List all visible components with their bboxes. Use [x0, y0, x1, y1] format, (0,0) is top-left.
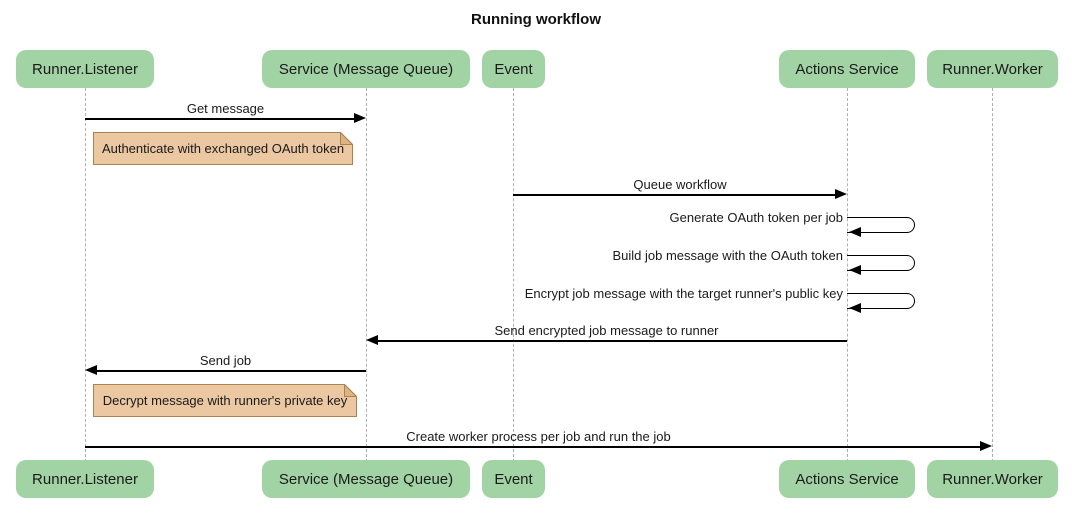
message-label-send-encrypted: Send encrypted job message to runner — [494, 323, 719, 338]
message-line — [513, 194, 836, 196]
message-line — [96, 370, 366, 372]
actor-label: Runner.Worker — [942, 60, 1043, 78]
arrowhead-west-icon — [849, 265, 861, 275]
arrowhead-west-icon — [85, 365, 97, 375]
arrowhead-west-icon — [849, 303, 861, 313]
actor-bottom-runner-listener: Runner.Listener — [16, 460, 154, 498]
actor-label: Actions Service — [795, 470, 899, 488]
message-label-encrypt-job-message: Encrypt job message with the target runn… — [524, 286, 843, 301]
arrowhead-east-icon — [354, 113, 366, 123]
actor-label: Service (Message Queue) — [278, 60, 454, 78]
lifeline-runner-worker — [992, 88, 993, 462]
actor-top-actions-service: Actions Service — [779, 50, 915, 88]
actor-top-runner-worker: Runner.Worker — [927, 50, 1058, 88]
note-decrypt: Decrypt message with runner's private ke… — [93, 384, 357, 417]
message-label-get-message: Get message — [186, 101, 265, 116]
arrowhead-east-icon — [835, 189, 847, 199]
self-loop — [847, 217, 915, 233]
actor-bottom-service-message-queue: Service (Message Queue) — [262, 460, 470, 498]
actor-label: Runner.Listener — [32, 470, 138, 488]
actor-label: Service (Message Queue) — [278, 470, 454, 488]
arrowhead-east-icon — [980, 441, 992, 451]
actor-label: Actions Service — [795, 60, 899, 78]
diagram-title: Running workflow — [471, 11, 601, 28]
message-label-queue-workflow: Queue workflow — [633, 177, 727, 192]
note-text: Authenticate with exchanged OAuth token — [101, 141, 345, 156]
actor-top-event: Event — [482, 50, 545, 88]
message-line — [85, 118, 355, 120]
note-authenticate: Authenticate with exchanged OAuth token — [93, 132, 353, 165]
message-label-generate-oauth: Generate OAuth token per job — [669, 210, 843, 225]
self-loop — [847, 255, 915, 271]
actor-label: Event — [494, 60, 533, 78]
actor-label: Runner.Listener — [32, 60, 138, 78]
message-label-send-job: Send job — [199, 353, 252, 368]
note-text: Decrypt message with runner's private ke… — [102, 393, 348, 408]
arrowhead-west-icon — [849, 227, 861, 237]
lifeline-service-message-queue — [366, 88, 367, 462]
note-shape — [93, 132, 353, 165]
actor-label: Event — [494, 470, 533, 488]
message-line — [377, 340, 847, 342]
actor-top-runner-listener: Runner.Listener — [16, 50, 154, 88]
actor-bottom-runner-worker: Runner.Worker — [927, 460, 1058, 498]
actor-label: Runner.Worker — [942, 470, 1043, 488]
lifeline-runner-listener — [85, 88, 86, 462]
message-label-create-worker: Create worker process per job and run th… — [406, 429, 671, 444]
lifeline-actions-service — [847, 88, 848, 462]
message-label-build-job-message: Build job message with the OAuth token — [612, 248, 843, 263]
lifeline-event — [513, 88, 514, 462]
note-shape — [93, 384, 357, 417]
message-line — [85, 446, 981, 448]
arrowhead-west-icon — [366, 335, 378, 345]
actor-bottom-actions-service: Actions Service — [779, 460, 915, 498]
actor-bottom-event: Event — [482, 460, 545, 498]
actor-top-service-message-queue: Service (Message Queue) — [262, 50, 470, 88]
self-loop — [847, 293, 915, 309]
